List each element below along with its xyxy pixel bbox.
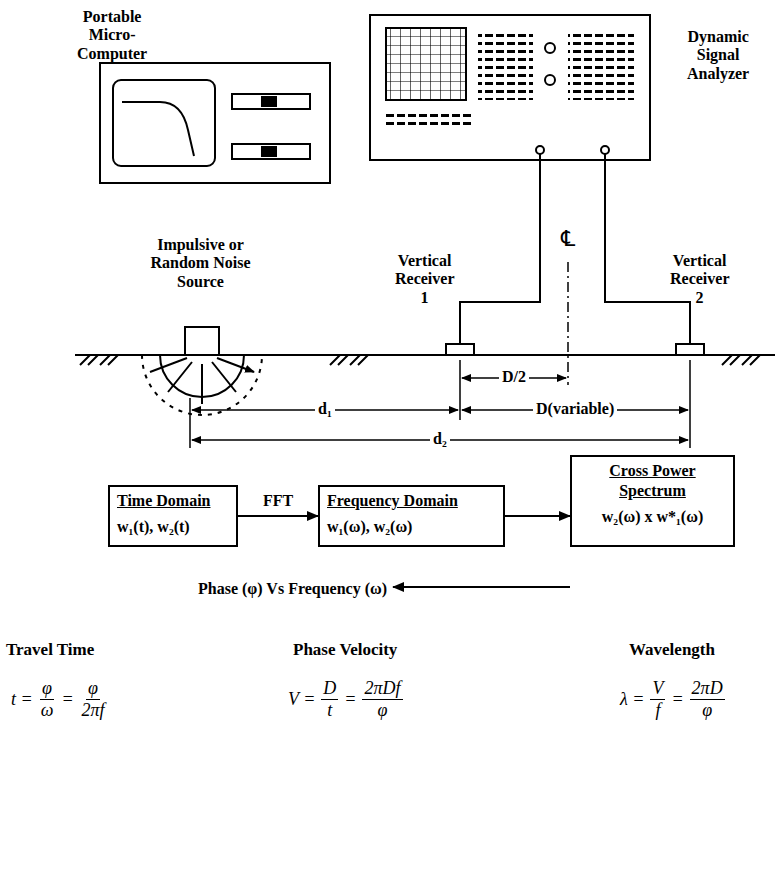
process-box: Cross Power Spectrum w₂(ω) x w*₁(ω) [570, 455, 735, 547]
device-label: Dynamic Signal Analyzer [687, 28, 749, 83]
formula-term: λ = [620, 689, 644, 710]
dimension: D/2 [499, 368, 529, 386]
box-heading: Cross Power Spectrum [579, 461, 726, 501]
box-heading: Frequency Domain [327, 491, 496, 511]
receiver-1 [446, 344, 474, 355]
edge-label: FFT [263, 492, 293, 510]
fraction: φ2πf [80, 678, 107, 720]
formula: λ = Vf = 2πDφ [617, 678, 728, 720]
formula-heading: Travel Time [6, 640, 94, 660]
formula-heading: Wavelength [629, 640, 715, 660]
formula-term: 2πD [690, 678, 725, 700]
formula-term: = [671, 689, 683, 710]
micro-computer [100, 63, 330, 183]
fraction: Dt [321, 678, 338, 720]
dimension: d₂ [430, 430, 450, 448]
formula-term: φ [376, 700, 390, 721]
box-body: w₁(ω), w₂(ω) [327, 517, 496, 537]
flow-arrow [505, 515, 570, 517]
fraction: 2πDfφ [362, 678, 402, 720]
flow-arrow [393, 586, 570, 588]
dimension: d₁ [315, 400, 335, 418]
box-heading: Phase (φ) Vs Frequency (ω) [198, 579, 387, 599]
result-text: Phase (φ) Vs Frequency (ω) [198, 579, 387, 599]
receiver-2 [676, 344, 704, 355]
box-body: w₁(t), w₂(t) [117, 517, 229, 537]
receiver-cable [460, 154, 690, 345]
fraction: Vf [650, 678, 665, 720]
fraction: 2πDφ [690, 678, 725, 720]
dimension: D(variable) [533, 400, 617, 418]
device-label: Portable Micro-Computer [77, 8, 147, 63]
formula: V = Dt = 2πDfφ [285, 678, 406, 720]
source-label: Impulsive or Random Noise Source [133, 236, 268, 291]
process-box: Frequency Domain w₁(ω), w₂(ω) [318, 485, 505, 547]
formula-term: 2πf [80, 700, 107, 721]
box-body: w₂(ω) x w*₁(ω) [579, 507, 726, 527]
receiver-label: Vertical Receiver 1 [395, 252, 454, 307]
flow-arrow [238, 515, 318, 517]
formula-term: V = [288, 689, 315, 710]
formula-term: 2πDf [362, 678, 402, 700]
formula-term: t [325, 700, 334, 721]
formula: t =φω=φ2πf [8, 678, 110, 720]
receiver-label: Vertical Receiver 2 [670, 252, 729, 307]
formula-term: f [653, 700, 662, 721]
formula-term: D [321, 678, 338, 700]
fraction: φω [39, 678, 56, 720]
formula-term: φ [700, 700, 714, 721]
formula-term: = [61, 689, 73, 710]
formula-term: φ [86, 678, 100, 700]
dimension-lines [190, 360, 690, 448]
formula-term: V [650, 678, 665, 700]
formula-term: φ [40, 678, 54, 700]
signal-analyzer [370, 15, 650, 160]
centerline [567, 262, 569, 385]
noise-source [142, 327, 262, 415]
formula-term: = [344, 689, 356, 710]
process-box: Time Domain w₁(t), w₂(t) [108, 485, 238, 547]
formula-heading: Phase Velocity [293, 640, 397, 660]
box-heading: Time Domain [117, 491, 229, 511]
formula-term: ω [39, 700, 56, 721]
formula-term: t = [11, 689, 33, 710]
centerline-symbol: ℄ [561, 226, 575, 251]
